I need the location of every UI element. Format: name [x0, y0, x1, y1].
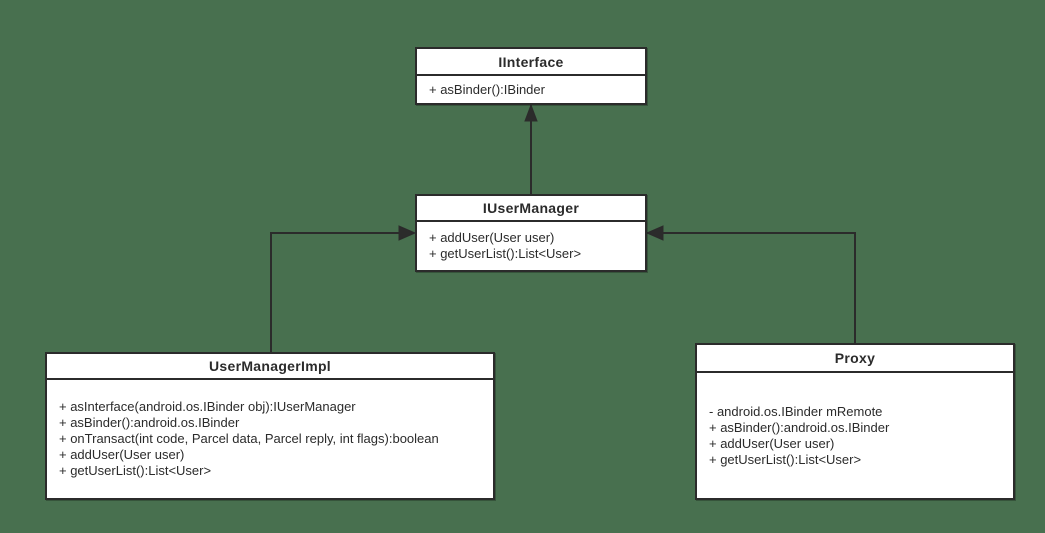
- class-members-usermanagerimpl: + asInterface(android.os.IBinder obj):IU…: [47, 380, 493, 498]
- class-member: + getUserList():List<User>: [59, 463, 212, 478]
- class-box-iinterface: IInterface + asBinder():IBinder: [415, 47, 647, 105]
- class-title-usermanagerimpl: UserManagerImpl: [47, 354, 493, 380]
- class-member: + addUser(User user): [429, 230, 555, 245]
- class-member: + asBinder():android.os.IBinder: [709, 419, 890, 435]
- class-member: - android.os.IBinder mRemote: [709, 403, 883, 419]
- class-title-proxy: Proxy: [697, 345, 1013, 373]
- class-members-iusermanager: + addUser(User user) + getUserList():Lis…: [417, 222, 645, 270]
- class-member: + onTransact(int code, Parcel data, Parc…: [59, 431, 439, 446]
- class-member: + asInterface(android.os.IBinder obj):IU…: [59, 399, 356, 414]
- class-member: + getUserList():List<User>: [709, 451, 862, 467]
- class-member: + getUserList():List<User>: [429, 246, 582, 261]
- class-title-iusermanager: IUserManager: [417, 196, 645, 222]
- class-title-iinterface: IInterface: [417, 49, 645, 76]
- class-members-proxy: - android.os.IBinder mRemote + asBinder(…: [697, 373, 1013, 498]
- class-box-iusermanager: IUserManager + addUser(User user) + getU…: [415, 194, 647, 272]
- connector-usermanagerimpl-iusermanager: [270, 232, 400, 352]
- class-box-usermanagerimpl: UserManagerImpl + asInterface(android.os…: [45, 352, 495, 500]
- arrowhead-left-icon: [645, 225, 664, 241]
- class-member: + addUser(User user): [59, 447, 185, 462]
- class-member: + addUser(User user): [709, 435, 835, 451]
- arrowhead-right-icon: [398, 225, 417, 241]
- connector-proxy-iusermanager: [662, 232, 856, 343]
- class-box-proxy: Proxy - android.os.IBinder mRemote + asB…: [695, 343, 1015, 500]
- class-member: + asBinder():IBinder: [429, 81, 545, 97]
- class-members-iinterface: + asBinder():IBinder: [417, 76, 645, 103]
- arrowhead-up-icon: [524, 103, 538, 122]
- class-member: + asBinder():android.os.IBinder: [59, 415, 240, 430]
